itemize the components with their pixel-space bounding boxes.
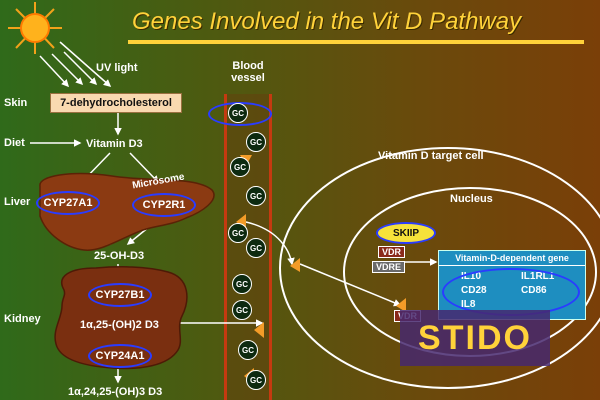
gc-molecule: GC xyxy=(238,340,258,360)
gene-cyp27b1: CYP27B1 xyxy=(88,283,152,307)
gc-molecule: GC xyxy=(228,103,248,123)
row-label-kidney: Kidney xyxy=(4,313,41,325)
gene-cyp2r1: CYP2R1 xyxy=(132,193,196,217)
gc-molecule: GC xyxy=(232,300,252,320)
uv-ray xyxy=(51,53,84,86)
compound-vitamin-d3: Vitamin D3 xyxy=(86,138,143,150)
compound-25-oh-d3: 25-OH-D3 xyxy=(94,250,145,262)
row-label-diet: Diet xyxy=(4,137,25,149)
compound-1a-25-oh2-d3: 1α,25-(OH)2 D3 xyxy=(80,319,159,331)
target-cell-label: Vitamin D target cell xyxy=(378,150,484,162)
page-title: Genes Involved in the Vit D Pathway xyxy=(132,8,522,35)
blood-vessel-label: Blood vessel xyxy=(231,60,265,84)
target-cell xyxy=(279,147,600,389)
uv-ray xyxy=(63,51,98,86)
arrow xyxy=(245,221,295,266)
ligand-triangle xyxy=(396,298,406,312)
row-label-liver: Liver xyxy=(4,196,31,208)
sun-icon xyxy=(8,2,62,54)
gene-cyp24a1: CYP24A1 xyxy=(88,344,152,368)
skiip-protein: SKIIP xyxy=(376,222,436,244)
uv-ray xyxy=(39,55,70,88)
nucleus-label: Nucleus xyxy=(450,193,493,205)
gc-molecule: GC xyxy=(246,186,266,206)
gene-cyp27a1: CYP27A1 xyxy=(36,191,100,215)
uv-ray xyxy=(59,41,112,87)
compound-1a-24-25-oh3-d3: 1α,24,25-(OH)3 D3 xyxy=(68,386,163,398)
vdr-nuclear-tag: VDR xyxy=(378,246,406,258)
stido-logo: STIDO xyxy=(400,310,550,366)
gc-molecule: GC xyxy=(246,132,266,152)
gc-molecule: GC xyxy=(246,370,266,390)
uv-light-label: UV light xyxy=(96,62,138,74)
gc-molecule: GC xyxy=(232,274,252,294)
gc-molecule: GC xyxy=(228,223,248,243)
title-underline xyxy=(128,40,584,44)
arrow xyxy=(299,263,402,307)
gc-molecule: GC xyxy=(230,157,250,177)
gene-box-title: Vitamin-D-dependent gene xyxy=(439,251,585,266)
vdre-tag: VDRE xyxy=(372,261,406,273)
compound-7-dehydrocholesterol: 7-dehydrocholesterol xyxy=(50,93,182,113)
row-label-skin: Skin xyxy=(4,97,28,109)
gene-list-highlight xyxy=(442,268,580,316)
ligand-triangle xyxy=(254,322,264,338)
gc-molecule: GC xyxy=(246,238,266,258)
ligand-triangle xyxy=(290,258,300,272)
arrow xyxy=(129,152,160,184)
